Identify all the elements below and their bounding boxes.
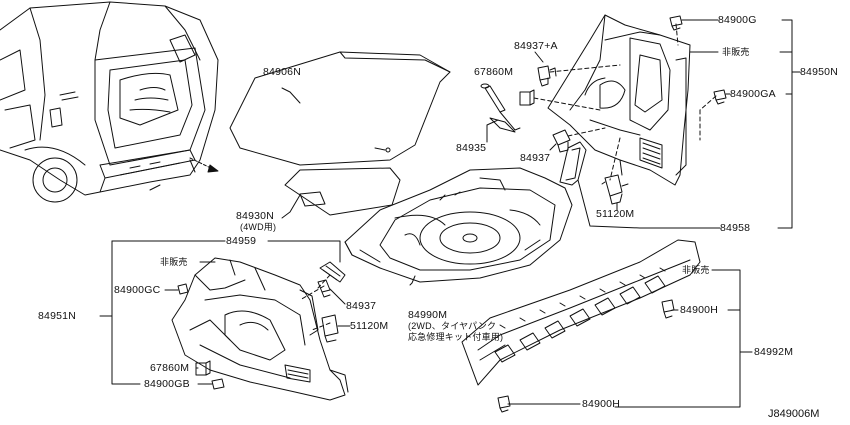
label-hihanbai-left: 非販売 (160, 257, 188, 267)
label-67860M-left: 67860M (150, 362, 190, 374)
label-84937-top: 84937 (520, 152, 551, 164)
label-hihanbai-top: 非販売 (722, 47, 750, 57)
part-84958-strip (559, 141, 587, 186)
label-84992M: 84992M (754, 346, 794, 358)
part-84951N-side-trim (171, 257, 349, 401)
part-84935-strap (480, 83, 521, 133)
part-84992M-sill (461, 239, 701, 386)
label-84900G: 84900G (718, 14, 757, 26)
label-84959: 84959 (226, 235, 257, 247)
label-84937-left: 84937 (346, 300, 377, 312)
part-84930N-mat (284, 167, 401, 216)
part-84990M-tub (344, 167, 573, 283)
vehicle-illustration (0, 1, 219, 203)
label-84950N: 84950N (800, 66, 838, 78)
label-51120M-left: 51120M (350, 320, 389, 332)
label-84990M-note1: (2WD、タイヤパンク (408, 321, 497, 331)
label-84990M: 84990M (408, 309, 448, 321)
label-67860M-top: 67860M (474, 66, 514, 78)
part-84959-bracket (319, 261, 346, 283)
label-84900H-upper: 84900H (680, 304, 718, 316)
label-84906N: 84906N (263, 66, 301, 78)
label-84951N: 84951N (38, 310, 76, 322)
label-84990M-note2: 応急修理キット付車用) (408, 332, 504, 342)
label-84900H-lower: 84900H (582, 398, 620, 410)
part-84906N-mat (229, 51, 451, 166)
label-84958: 84958 (720, 222, 751, 234)
label-84937A: 84937+A (514, 40, 558, 52)
label-84935: 84935 (456, 142, 487, 154)
label-84930N-note: (4WD用) (240, 222, 277, 232)
label-84900GB: 84900GB (144, 378, 190, 390)
part-51120M-top (601, 174, 629, 205)
part-84950N-side-trim (547, 14, 691, 186)
label-51120M-top: 51120M (596, 208, 635, 220)
label-84900GC: 84900GC (114, 284, 161, 296)
diagram-code: J849006M (768, 408, 820, 420)
label-84900GA: 84900GA (730, 88, 776, 100)
label-84930N: 84930N (236, 210, 274, 222)
label-hihanbai-right: 非販売 (682, 265, 710, 275)
